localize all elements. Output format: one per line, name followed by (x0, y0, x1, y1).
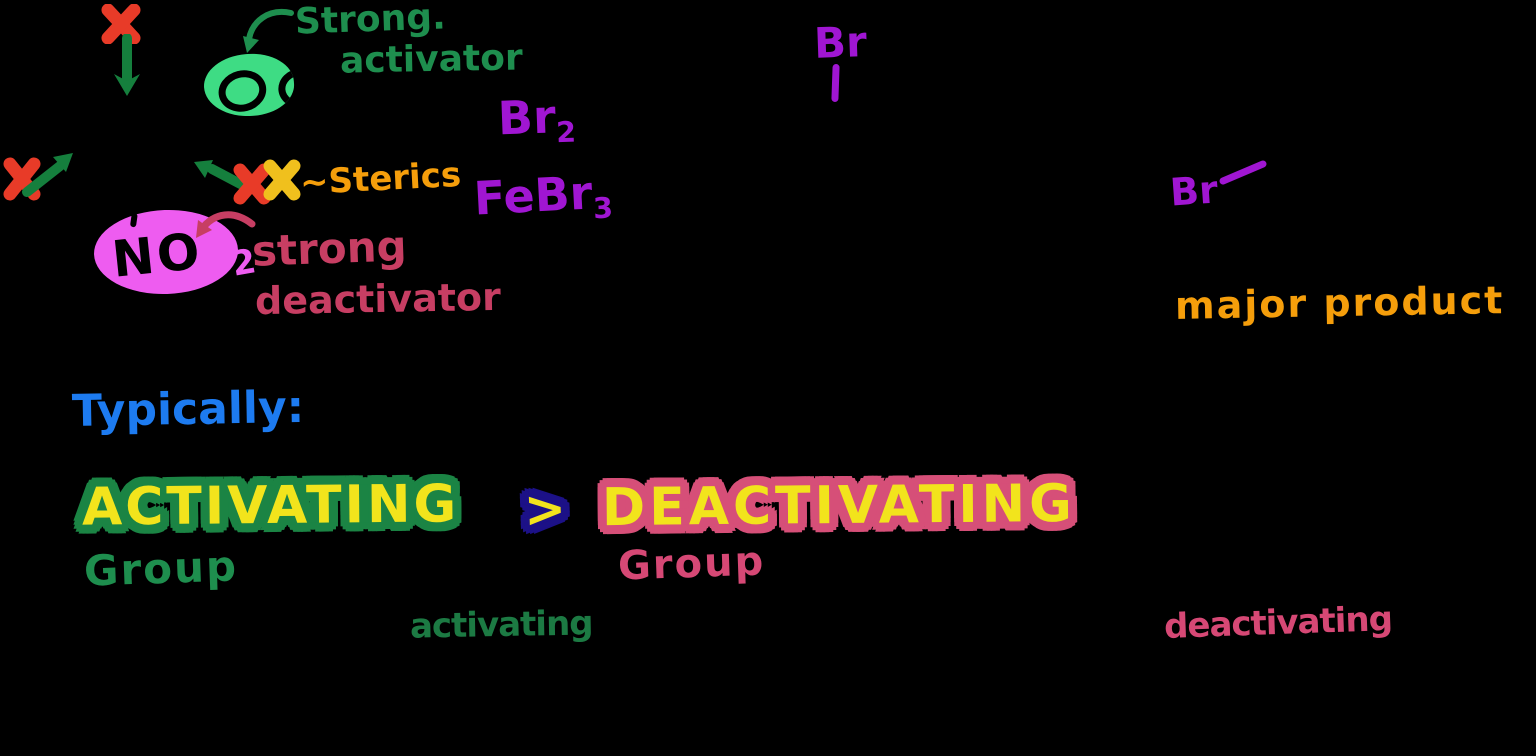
deactivating-group-label: Group (617, 538, 766, 590)
product-br-top-label: Br (813, 17, 868, 68)
footnote-activating: activating (409, 603, 593, 647)
febr3-subscript: 3 (592, 191, 614, 226)
greater-than-icon: > (523, 479, 567, 539)
febr3-base: FeBr (472, 165, 594, 226)
yellow-x-icon (263, 159, 301, 201)
green-curved-arrow-icon (243, 8, 294, 53)
strong-activator-label-line1: Strong. (294, 0, 447, 43)
major-product-label: major product (1174, 278, 1505, 328)
typically-heading: Typically: (71, 381, 305, 438)
green-arrow-upright-icon (22, 153, 73, 197)
crimson-curved-arrow-icon (196, 211, 256, 238)
activating-group-label: Group (83, 541, 239, 596)
activating-word: ACTIVATING (81, 474, 460, 538)
br2-base: Br (496, 89, 557, 146)
deactivating-word: DEACTIVATING (601, 473, 1077, 539)
strong-activator-label-line2: activator (339, 37, 523, 82)
red-x-center-icon (233, 163, 271, 205)
strong-deactivator-label-line1: strong (251, 221, 408, 276)
br2-subscript: 2 (555, 115, 577, 150)
o-substituent-ring-icon (214, 65, 271, 117)
methoxy-highlight (201, 50, 297, 120)
footnote-deactivating: deactivating (1163, 599, 1393, 647)
reagent-febr3: FeBr3 (472, 165, 614, 230)
nitro-group-label: NO (109, 221, 206, 289)
br-bond-diagonal-icon (1219, 160, 1267, 185)
red-x-top-icon (101, 4, 141, 44)
green-arrow-upleft-icon (194, 160, 252, 193)
green-arrow-down-icon (114, 34, 140, 96)
o-substituent-partial-ring-icon (277, 66, 297, 110)
reagent-br2: Br2 (497, 89, 577, 150)
br-bond-vertical (831, 63, 840, 103)
product-br-right-label: Br (1168, 167, 1220, 215)
sterics-label: ~Sterics (299, 154, 463, 204)
strong-deactivator-label-line2: deactivator (254, 274, 502, 324)
nitro-tick-icon (129, 212, 138, 228)
